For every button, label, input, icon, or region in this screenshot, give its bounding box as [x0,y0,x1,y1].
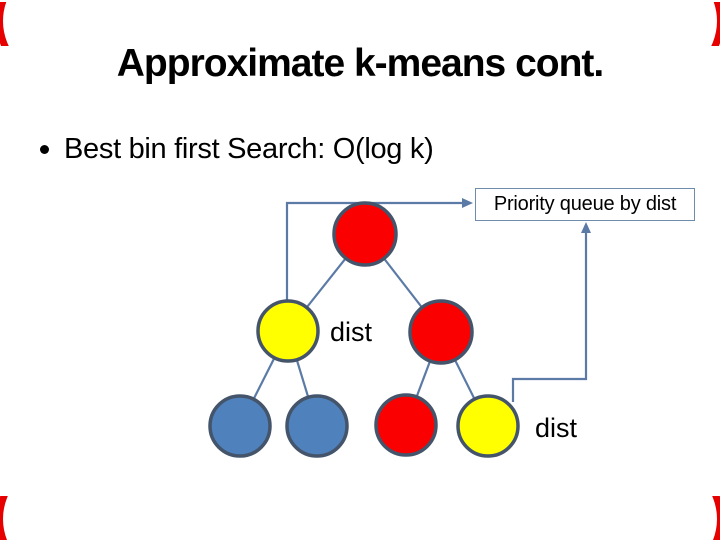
tree-node-leaf-1-blue [208,394,272,458]
dist-label-middle: dist [330,317,373,347]
arrowhead-icon [581,222,591,233]
red-corner-mark-top-right [710,2,720,46]
connector-from-l2-left [285,201,462,302]
bullet-line: Best bin first Search: O(log k) [40,133,434,166]
priority-queue-box: Priority queue by dist [475,188,695,221]
red-border-arc [0,2,10,46]
bullet-text: Best bin first Search: O(log k) [64,133,434,165]
tree-node-l2-right-red [408,299,474,365]
tree-node-root-red [332,201,398,267]
arrowhead-icon [462,198,473,208]
red-border-arc [0,496,10,540]
tree-node-l2-left-yellow [256,299,320,363]
red-corner-mark-bottom-left [0,496,10,540]
red-border-arc [710,496,720,540]
tree-node-leaf-3-red [374,393,438,457]
red-corner-mark-top-left [0,2,10,46]
tree-node-leaf-4-yellow [456,394,520,458]
red-corner-mark-bottom-right [710,496,720,540]
red-border-arc [710,2,720,46]
tree-node-leaf-2-blue [285,394,349,458]
slide-title: Approximate k-means cont. [116,42,604,85]
dist-label-bottom: dist [535,413,578,443]
bullet-dot [40,145,49,154]
connector-from-leaf-4 [511,231,588,402]
